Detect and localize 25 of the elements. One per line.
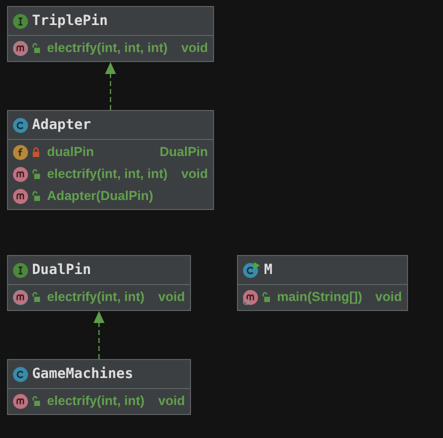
class-box <box>7 110 214 210</box>
return-type: void <box>180 166 208 182</box>
class-box <box>7 255 191 311</box>
class-box <box>7 6 214 62</box>
class-name: DualPin <box>32 261 92 279</box>
method-signature: main(String[]) <box>277 289 362 305</box>
class-box <box>7 359 191 415</box>
return-type: void <box>374 289 402 305</box>
method-signature: electrify(int, int) <box>47 289 145 305</box>
return-type: void <box>157 393 185 409</box>
class-name: GameMachines <box>32 365 134 383</box>
return-type: void <box>157 289 185 305</box>
constructor-signature: Adapter(DualPin) <box>47 188 154 204</box>
class-name: Adapter <box>32 116 92 134</box>
realization-arrow <box>94 311 104 359</box>
field-name: dualPin <box>47 144 94 160</box>
return-type: void <box>180 40 208 56</box>
class-name: TriplePin <box>32 12 108 30</box>
method-signature: electrify(int, int, int) <box>47 40 168 56</box>
field-type: DualPin <box>158 144 208 160</box>
class-name: M <box>264 261 272 279</box>
method-signature: electrify(int, int) <box>47 393 145 409</box>
class-box <box>237 255 408 311</box>
method-signature: electrify(int, int, int) <box>47 166 168 182</box>
realization-arrow <box>105 62 116 110</box>
